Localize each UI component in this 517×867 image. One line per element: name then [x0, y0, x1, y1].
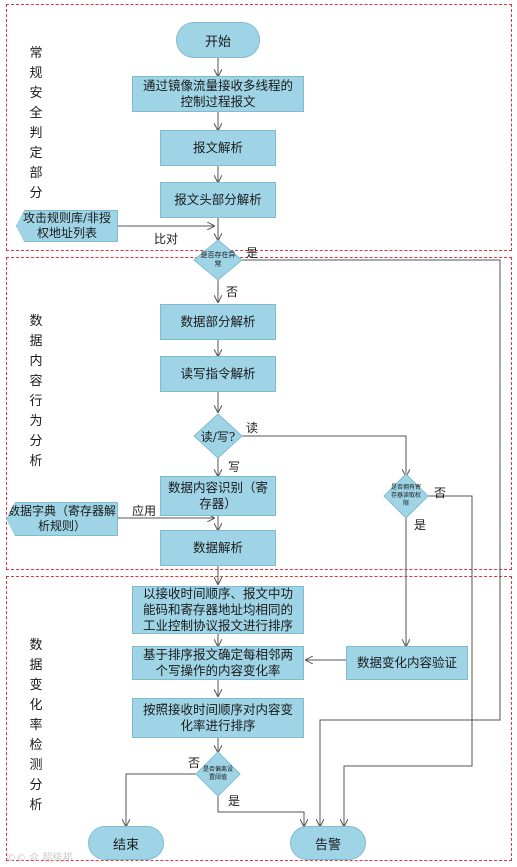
- end-node: 结束: [88, 826, 164, 860]
- edge-label-permission-yes: 是: [414, 518, 427, 532]
- data-parse-node: 数据解析: [160, 530, 276, 566]
- edge-label-abnormal-no: 否: [226, 285, 239, 299]
- section-change-rate-label: 数据变化率检测分析: [29, 638, 43, 813]
- section-data-content-label: 数据内容行为分析: [29, 314, 43, 469]
- edge-label-write: 写: [228, 460, 241, 474]
- edge-label-permission-no: 否: [434, 486, 447, 500]
- section-data-content-frame: [6, 257, 512, 570]
- parse-header-node: 报文头部分解析: [160, 182, 276, 218]
- deviation-decision-shape: [195, 751, 241, 797]
- edge-label-deviation-yes: 是: [228, 794, 241, 808]
- permission-decision-shape: [383, 473, 429, 519]
- rw-decision-shape: [193, 413, 243, 459]
- edge-label-abnormal-yes: 是: [246, 246, 259, 260]
- watermark: ©© 众 超级邦: [6, 853, 73, 864]
- alarm-node: 告警: [290, 826, 366, 860]
- rw-decision-label: 读/写?: [200, 429, 236, 444]
- sort-rate-node: 按照接收时间顺序对内容变化率进行排序: [132, 698, 304, 738]
- edge-label-read: 读: [246, 421, 259, 435]
- abnormal-decision-shape: [193, 239, 243, 281]
- section-conventional-label: 常规安全判定部分: [29, 46, 43, 201]
- edge-label-deviation-no: 否: [188, 756, 201, 770]
- verify-content-node: 数据变化内容验证: [346, 646, 468, 680]
- parse-message-node: 报文解析: [160, 130, 276, 166]
- edge-label-compare: 比对: [154, 232, 179, 246]
- sort-operations-node: 以接收时间顺序、报文中功能码和寄存器地址均相同的工业控制协议报文进行排序: [132, 586, 304, 634]
- parse-data-node: 数据部分解析: [160, 304, 276, 340]
- rw-instruction-node: 读写指令解析: [160, 356, 276, 392]
- section-conventional-frame: [6, 4, 512, 251]
- change-rate-node: 基于排序报文确定每相邻两个写操作的内容变化率: [132, 646, 304, 680]
- deviation-decision-label: 是否偏离设置阈值: [202, 766, 233, 781]
- section-change-rate-frame: [6, 576, 512, 861]
- permission-decision-label: 是否拥有寄存器读取权限: [390, 484, 421, 507]
- abnormal-decision-label: 是否存在异常: [200, 251, 236, 268]
- edge-label-apply: 应用: [132, 504, 157, 518]
- attack-rules-node: 攻击规则库/非授权地址列表: [16, 210, 118, 242]
- data-dictionary-node: 数据字典（寄存器解析规则）: [6, 502, 118, 536]
- content-identify-node: 数据内容识别（寄存器）: [160, 476, 276, 516]
- receive-node: 通过镜像流量接收多线程的控制过程报文: [132, 76, 304, 112]
- start-node: 开始: [176, 22, 260, 58]
